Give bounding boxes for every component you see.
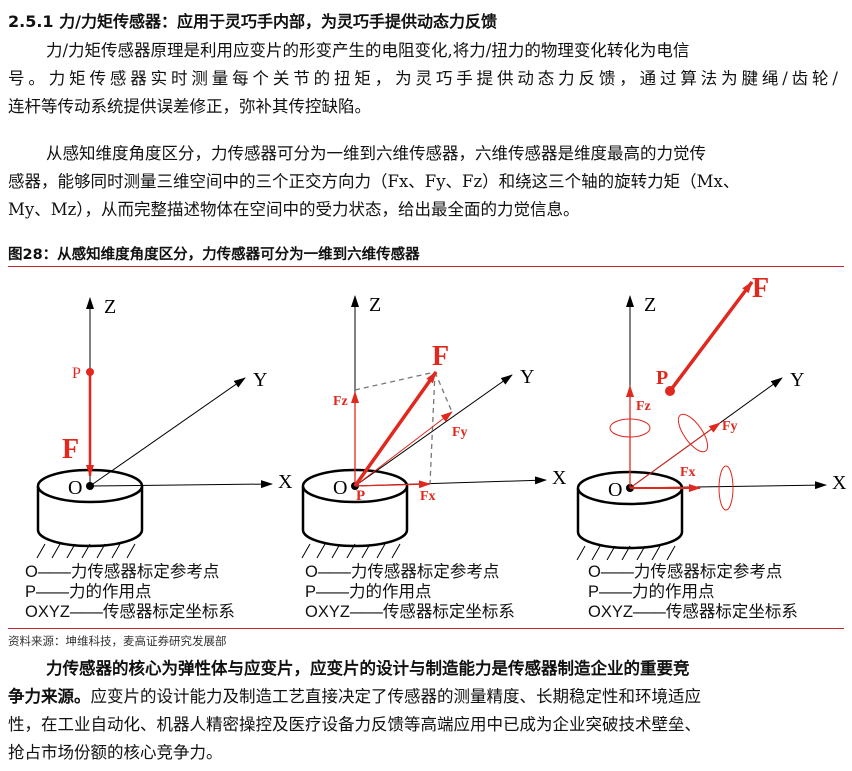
legend-panel-2: O——力传感器标定参考点 P——力的作用点 OXYZ——传感器标定坐标系 xyxy=(305,562,515,622)
x-axis xyxy=(89,480,273,489)
y-axis xyxy=(89,377,246,487)
ground-hatch xyxy=(126,543,136,559)
p-label: P xyxy=(656,367,668,389)
fy-arrow xyxy=(629,422,721,489)
legend-o: O——力传感器标定参考点 xyxy=(25,563,220,581)
legend-p: P——力的作用点 xyxy=(588,583,715,601)
ground-hatch xyxy=(81,543,91,559)
z-label: Z xyxy=(369,294,381,316)
para3-line: 抢占市场份额的核心竞争力。 xyxy=(8,743,223,762)
y-label: Y xyxy=(253,369,267,391)
ground-hatch xyxy=(376,543,386,559)
para1-line: 力/力矩传感器原理是利用应变片的形变产生的电阻变化,将力/扭力的物理变化转化为电… xyxy=(46,41,690,60)
y-axis xyxy=(354,374,513,487)
legend-oxyz: OXYZ——传感器标定坐标系 xyxy=(25,603,235,621)
p-label: P xyxy=(72,365,81,382)
ground-hatch xyxy=(391,543,401,559)
ground-hatch xyxy=(621,545,631,560)
fx-label: Fx xyxy=(680,465,696,480)
para2-line: 从感知维度角度区分，力传感器可分为一维到六维传感器，六维传感器是维度最高的力觉传 xyxy=(46,144,706,163)
legend-panel-1: O——力传感器标定参考点 P——力的作用点 OXYZ——传感器标定坐标系 xyxy=(25,562,235,622)
ground-hatch xyxy=(576,545,586,560)
f-label: F xyxy=(432,341,449,372)
figure-caption: 图28：从感知维度角度区分，力传感器可分为一维到六维传感器 xyxy=(8,247,420,263)
ground-hatch xyxy=(346,543,356,559)
ground-hatch xyxy=(316,543,326,559)
ground-hatch xyxy=(606,545,616,560)
force-arrow xyxy=(353,370,438,488)
mz-rotation-icon xyxy=(609,418,651,438)
ground-hatch xyxy=(301,543,311,559)
z-label: Z xyxy=(104,296,116,318)
projection-line xyxy=(354,371,436,391)
para2-line: 感器，能够同时测量三维空间中的三个正交方向力（Fx、Fy、Fz）和绕这三个轴的旋… xyxy=(8,172,740,191)
para3-bold: 争力来源。 xyxy=(8,687,91,706)
ground-hatch xyxy=(66,543,76,559)
fz-label: Fz xyxy=(333,394,348,409)
fx-label: Fx xyxy=(420,489,436,504)
caption-rule xyxy=(8,266,844,267)
para3-line: 争力来源。应变片的设计能力及制造工艺直接决定了传感器的测量精度、长期稳定性和环境… xyxy=(8,683,838,707)
legend-oxyz: OXYZ——传感器标定坐标系 xyxy=(305,603,515,621)
ground-hatch xyxy=(361,543,371,559)
z-label: Z xyxy=(644,294,656,316)
ground-hatch xyxy=(666,545,676,560)
para3-line: 性，在工业自动化、机器人精密操控及医疗设备力反馈等高端应用中已成为企业突破技术壁… xyxy=(8,715,701,734)
fz-label: Fz xyxy=(636,399,651,414)
fy-arrow xyxy=(354,411,453,487)
section-heading: 2.5.1 力/力矩传感器：应用于灵巧手内部，为灵巧手提供动态力反馈 xyxy=(8,12,497,31)
my-rotation-icon xyxy=(677,413,709,453)
ground-hatch xyxy=(636,545,646,560)
para3-bold: 力传感器的核心为弹性体与应变片，应变片的设计与制造能力是传感器制造企业的重要竞 xyxy=(46,659,690,678)
para3-text: 应变片的设计能力及制造工艺直接决定了传感器的测量精度、长期稳定性和环境适应 xyxy=(90,687,702,706)
legend-p: P——力的作用点 xyxy=(305,583,432,601)
x-label: X xyxy=(552,467,567,489)
f-label: F xyxy=(62,434,79,465)
force-arrow xyxy=(668,280,754,393)
projection-line xyxy=(434,371,453,413)
para1-line: 连杆等传动系统提供误差修正，弥补其传控缺陷。 xyxy=(8,97,371,116)
legend-o: O——力传感器标定参考点 xyxy=(305,563,500,581)
ground-hatch xyxy=(651,545,661,560)
source-rule xyxy=(8,628,844,629)
para1-line: 号。力矩传感器实时测量每个关节的扭矩，为灵巧手提供动态力反馈，通过算法为腱绳/齿… xyxy=(8,69,838,88)
mx-rotation-icon xyxy=(718,465,734,511)
para3-line: 力传感器的核心为弹性体与应变片，应变片的设计与制造能力是传感器制造企业的重要竞 xyxy=(46,655,838,679)
legend-p: P——力的作用点 xyxy=(25,583,152,601)
ground-hatch xyxy=(96,543,106,559)
legend-panel-3: O——力传感器标定参考点 P——力的作用点 OXYZ——传感器标定坐标系 xyxy=(588,562,798,622)
figure-source: 资料来源：坤维科技，麦高证券研究发展部 xyxy=(8,634,227,648)
fx-arrow xyxy=(354,480,431,489)
y-label: Y xyxy=(790,369,804,391)
origin-label: O xyxy=(608,479,622,501)
fy-label: Fy xyxy=(452,425,468,440)
legend-o: O——力传感器标定参考点 xyxy=(588,563,783,581)
origin-label: O xyxy=(68,477,82,499)
ground-hatch xyxy=(111,543,121,559)
ground-hatch xyxy=(591,545,601,560)
ground-hatch xyxy=(36,543,46,559)
legend-oxyz: OXYZ——传感器标定坐标系 xyxy=(588,603,798,621)
para2-line: My、Mz），从而完整描述物体在空间中的受力状态，给出最全面的力觉信息。 xyxy=(8,200,580,219)
origin-label: O xyxy=(333,477,347,499)
x-label: X xyxy=(278,471,293,493)
fy-label: Fy xyxy=(722,419,738,434)
x-label: X xyxy=(832,472,847,494)
projection-line xyxy=(429,371,436,485)
ground-hatch xyxy=(51,543,61,559)
ground-hatch xyxy=(331,543,341,559)
y-label: Y xyxy=(520,366,534,388)
p-label: P xyxy=(356,488,365,504)
f-label: F xyxy=(752,273,769,304)
